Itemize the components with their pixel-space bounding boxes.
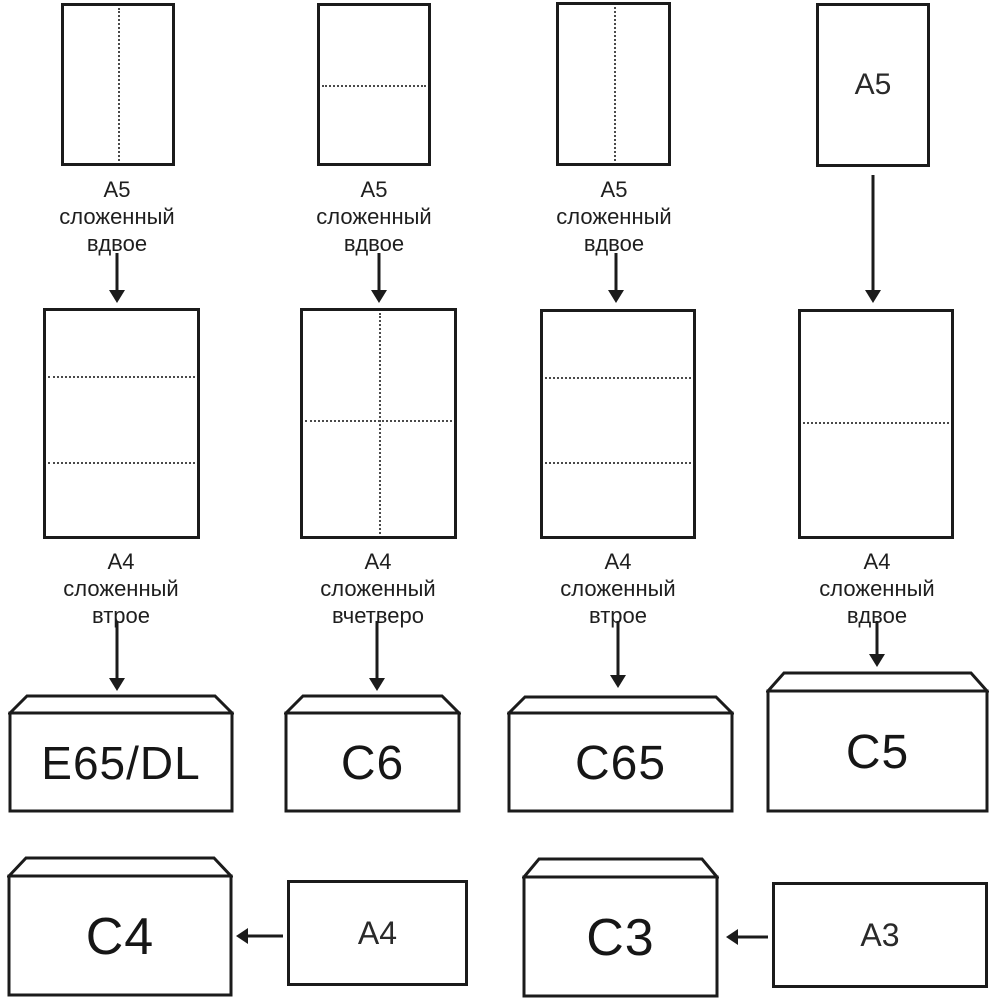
paper-a5-fold-vertical-1 bbox=[61, 3, 175, 166]
envelope-shape bbox=[284, 694, 461, 813]
paper-a5-plain: А5 bbox=[816, 3, 930, 167]
envelope-c4-highlighted: C4 bbox=[7, 856, 233, 997]
caption-line: втрое bbox=[92, 603, 150, 628]
caption-line: сложенный bbox=[556, 204, 672, 229]
caption-line: А4 bbox=[604, 549, 632, 574]
paper-a4-fold-half bbox=[798, 309, 954, 539]
envelope-shape bbox=[507, 695, 734, 813]
caption-line: А5 bbox=[600, 177, 628, 202]
arrow-down-icon bbox=[865, 175, 881, 303]
envelope-label-e65dl: E65/DL bbox=[41, 737, 201, 789]
paper-a3-flat: А3 bbox=[772, 882, 988, 988]
paper-label-a3: А3 bbox=[860, 916, 900, 953]
caption-line: вдвое bbox=[343, 231, 405, 256]
fold-line-horizontal bbox=[305, 420, 452, 423]
envelope-label-c65: C65 bbox=[574, 736, 667, 790]
arrow-down-icon bbox=[371, 253, 387, 303]
caption-line: вдвое bbox=[583, 231, 645, 256]
envelope-shape bbox=[766, 671, 989, 813]
caption-a4-folded-2: А4 сложенный вчетверо bbox=[288, 548, 468, 629]
envelope-shape bbox=[8, 694, 234, 813]
paper-a5-fold-vertical-2 bbox=[556, 2, 671, 166]
caption-a5-folded-1: А5 сложенный вдвое bbox=[27, 176, 207, 257]
envelope-shape bbox=[7, 856, 233, 997]
arrow-left-icon bbox=[236, 928, 283, 944]
fold-line-horizontal bbox=[545, 376, 691, 379]
envelope-label-c3: C3 bbox=[586, 908, 655, 967]
fold-line-vertical bbox=[613, 7, 616, 161]
arrow-down-icon bbox=[610, 621, 626, 688]
caption-a5-folded-2: А5 сложенный вдвое bbox=[284, 176, 464, 257]
caption-a4-folded-1: А4 сложенный втрое bbox=[31, 548, 211, 629]
arrow-down-icon bbox=[109, 621, 125, 691]
arrow-down-icon bbox=[109, 253, 125, 303]
paper-a5-fold-horizontal bbox=[317, 3, 431, 166]
caption-line: сложенный bbox=[819, 576, 935, 601]
paper-label-a5: А5 bbox=[854, 68, 892, 101]
envelope-label-c6: C6 bbox=[340, 736, 405, 790]
caption-line: сложенный bbox=[59, 204, 175, 229]
caption-a5-folded-3: А5 сложенный вдвое bbox=[524, 176, 704, 257]
envelope-c65: C65 bbox=[507, 695, 734, 813]
paper-a4-fold-thirds-1 bbox=[43, 308, 200, 539]
envelope-label-c5: C5 bbox=[845, 725, 910, 779]
caption-line: А5 bbox=[360, 177, 388, 202]
envelope-c3: C3 bbox=[522, 857, 719, 998]
paper-a4-flat: А4 bbox=[287, 880, 468, 986]
caption-line: А4 bbox=[364, 549, 392, 574]
envelope-c6: C6 bbox=[284, 694, 461, 813]
fold-line-vertical bbox=[118, 8, 120, 161]
fold-line-vertical bbox=[378, 313, 381, 534]
paper-label-a4: А4 bbox=[357, 914, 398, 951]
caption-line: сложенный bbox=[320, 576, 436, 601]
caption-line: А4 bbox=[863, 549, 891, 574]
fold-line-horizontal bbox=[48, 376, 195, 379]
caption-a4-folded-3: А4 сложенный втрое bbox=[528, 548, 708, 629]
caption-a4-folded-4: А4 сложенный вдвое bbox=[787, 548, 967, 629]
caption-line: сложенный bbox=[560, 576, 676, 601]
caption-line: А5 bbox=[103, 177, 131, 202]
caption-line: А4 bbox=[107, 549, 135, 574]
arrow-left-icon bbox=[726, 929, 768, 945]
arrow-down-icon bbox=[608, 253, 624, 303]
arrow-down-icon bbox=[869, 621, 885, 667]
fold-line-horizontal bbox=[545, 462, 691, 465]
envelope-e65dl: E65/DL bbox=[8, 694, 234, 813]
paper-a4-fold-quarters bbox=[300, 308, 457, 539]
caption-line: сложенный bbox=[63, 576, 179, 601]
fold-line-horizontal bbox=[322, 84, 426, 87]
envelope-shape bbox=[522, 857, 719, 998]
envelope-label-c4: C4 bbox=[85, 907, 155, 966]
envelope-c5: C5 bbox=[766, 671, 989, 813]
fold-line-horizontal bbox=[803, 421, 949, 424]
arrow-down-icon bbox=[369, 621, 385, 691]
caption-line: вдвое bbox=[86, 231, 148, 256]
caption-line: сложенный bbox=[316, 204, 432, 229]
fold-line-horizontal bbox=[48, 461, 195, 464]
paper-a4-fold-thirds-2 bbox=[540, 309, 696, 539]
